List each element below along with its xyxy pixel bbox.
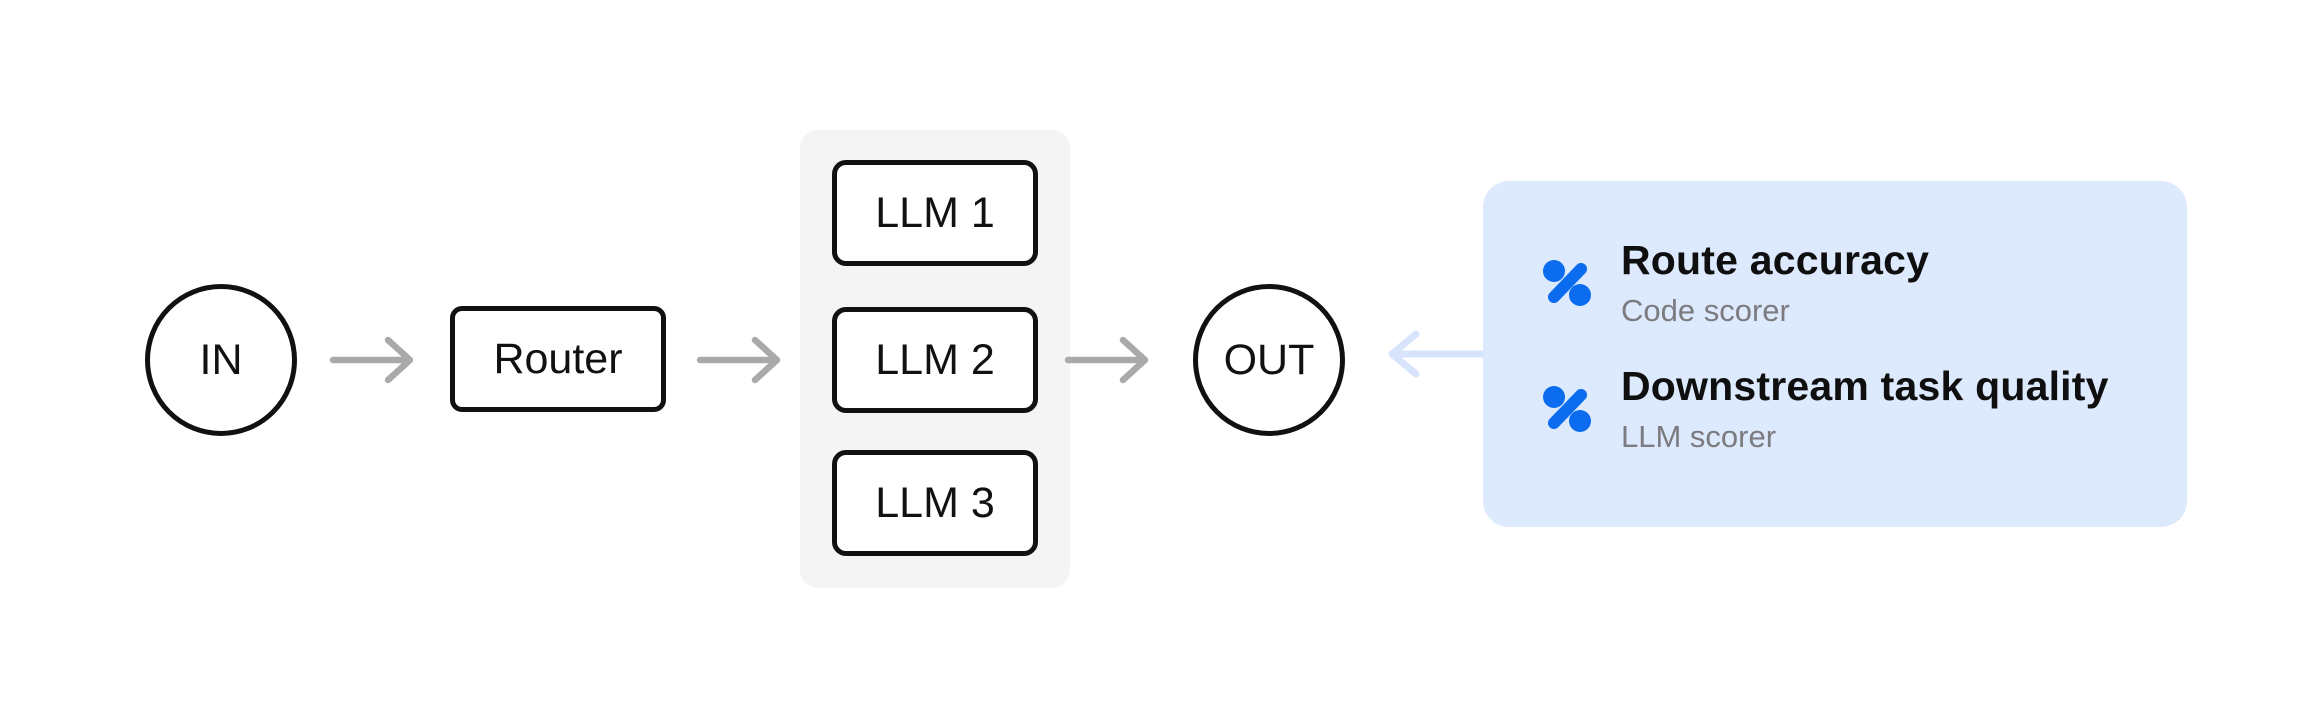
node-out: OUT [1193,284,1345,436]
scorers-card: Route accuracy Code scorer Downstream ta… [1483,181,2187,527]
scorer-text-block: Route accuracy Code scorer [1621,237,1929,329]
scorer-title: Downstream task quality [1621,363,2109,409]
scorer-subtitle: Code scorer [1621,293,1790,328]
node-llm-1-label: LLM 1 [875,188,995,237]
node-in: IN [145,284,297,436]
scorer-subtitle: LLM scorer [1621,419,1777,454]
node-llm-3: LLM 3 [832,450,1038,556]
llm-group: LLM 1 LLM 2 LLM 3 [800,130,1070,588]
arrow-in-to-router-icon [329,336,414,384]
node-llm-2-label: LLM 2 [875,335,995,384]
scorer-row-downstream-task-quality: Downstream task quality LLM scorer [1543,363,2127,455]
node-llm-3-label: LLM 3 [875,478,995,527]
node-llm-2: LLM 2 [832,307,1038,413]
percent-icon [1543,386,1591,432]
arrow-router-to-llms-icon [696,336,781,384]
percent-icon [1543,260,1591,306]
node-router: Router [450,306,666,412]
arrow-card-to-out-icon [1388,330,1484,378]
scorer-title: Route accuracy [1621,237,1930,283]
node-out-label: OUT [1223,335,1315,384]
scorer-row-route-accuracy: Route accuracy Code scorer [1543,237,2127,329]
arrow-llms-to-out-icon [1064,336,1149,384]
node-router-label: Router [493,334,623,383]
scorer-text-block: Downstream task quality LLM scorer [1621,363,2109,455]
node-llm-1: LLM 1 [832,160,1038,266]
node-in-label: IN [199,335,243,384]
